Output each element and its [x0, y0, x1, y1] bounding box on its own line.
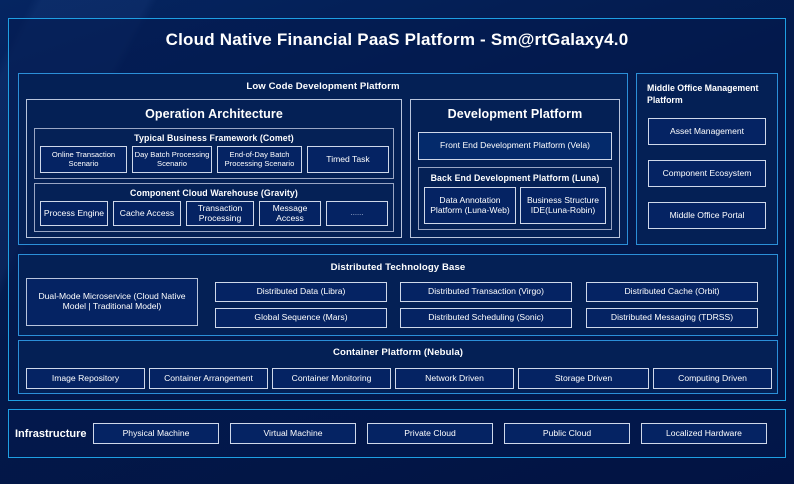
infrastructure-chip-localized-hardware[interactable]: Localized Hardware	[641, 423, 767, 444]
middle-office-chip-component-ecosystem[interactable]: Component Ecosystem	[648, 160, 766, 187]
dtb-chip-distributed-messaging[interactable]: Distributed Messaging (TDRSS)	[586, 308, 758, 328]
scenario-chip-day-batch[interactable]: Day Batch Processing Scenario	[132, 146, 212, 173]
container-chip-container-arrangement[interactable]: Container Arrangement	[149, 368, 268, 389]
container-chip-container-monitoring[interactable]: Container Monitoring	[272, 368, 391, 389]
middle-office-header: Middle Office Management Platform	[647, 83, 759, 105]
back-end-development-platform-header: Back End Development Platform (Luna)	[430, 173, 600, 183]
front-end-development-platform-chip[interactable]: Front End Development Platform (Vela)	[418, 132, 612, 160]
distributed-technology-base-header: Distributed Technology Base	[330, 262, 466, 273]
component-cloud-warehouse-header: Component Cloud Warehouse (Gravity)	[130, 188, 298, 198]
container-chip-computing-driven[interactable]: Computing Driven	[653, 368, 772, 389]
dtb-chip-distributed-cache[interactable]: Distributed Cache (Orbit)	[586, 282, 758, 302]
component-chip-process-engine[interactable]: Process Engine	[40, 201, 108, 226]
page-title: Cloud Native Financial PaaS Platform - S…	[165, 30, 629, 49]
infrastructure-chip-virtual-machine[interactable]: Virtual Machine	[230, 423, 356, 444]
dtb-chip-distributed-data[interactable]: Distributed Data (Libra)	[215, 282, 387, 302]
scenario-chip-timed-task[interactable]: Timed Task	[307, 146, 389, 173]
container-chip-network-driven[interactable]: Network Driven	[395, 368, 514, 389]
component-chip-cache-access[interactable]: Cache Access	[113, 201, 181, 226]
container-platform-header: Container Platform (Nebula)	[332, 347, 464, 358]
infrastructure-chip-public-cloud[interactable]: Public Cloud	[504, 423, 630, 444]
back-end-chip-data-annotation-platform[interactable]: Data Annotation Platform (Luna-Web)	[424, 187, 516, 224]
infrastructure-label: Infrastructure	[15, 427, 87, 440]
dtb-chip-global-sequence[interactable]: Global Sequence (Mars)	[215, 308, 387, 328]
infrastructure-chip-physical-machine[interactable]: Physical Machine	[93, 423, 219, 444]
dtb-chip-dual-mode-microservice[interactable]: Dual-Mode Microservice (Cloud Native Mod…	[26, 278, 198, 326]
typical-business-framework-header: Typical Business Framework (Comet)	[134, 133, 294, 143]
low-code-platform-header: Low Code Development Platform	[246, 81, 400, 92]
development-platform-header: Development Platform	[447, 107, 583, 121]
component-chip-transaction-processing[interactable]: Transaction Processing	[186, 201, 254, 226]
dtb-chip-distributed-transaction[interactable]: Distributed Transaction (Virgo)	[400, 282, 572, 302]
scenario-chip-end-of-day-batch[interactable]: End-of-Day Batch Processing Scenario	[217, 146, 302, 173]
middle-office-chip-asset-management[interactable]: Asset Management	[648, 118, 766, 145]
operation-architecture-header: Operation Architecture	[145, 107, 283, 121]
component-chip-message-access[interactable]: Message Access	[259, 201, 321, 226]
container-chip-storage-driven[interactable]: Storage Driven	[518, 368, 649, 389]
middle-office-chip-middle-office-portal[interactable]: Middle Office Portal	[648, 202, 766, 229]
dtb-chip-distributed-scheduling[interactable]: Distributed Scheduling (Sonic)	[400, 308, 572, 328]
infrastructure-chip-private-cloud[interactable]: Private Cloud	[367, 423, 493, 444]
container-chip-image-repository[interactable]: Image Repository	[26, 368, 145, 389]
scenario-chip-online-transaction[interactable]: Online Transaction Scenario	[40, 146, 127, 173]
back-end-chip-business-structure-ide[interactable]: Business Structure IDE(Luna-Robin)	[520, 187, 606, 224]
component-chip-more[interactable]: ......	[326, 201, 388, 226]
